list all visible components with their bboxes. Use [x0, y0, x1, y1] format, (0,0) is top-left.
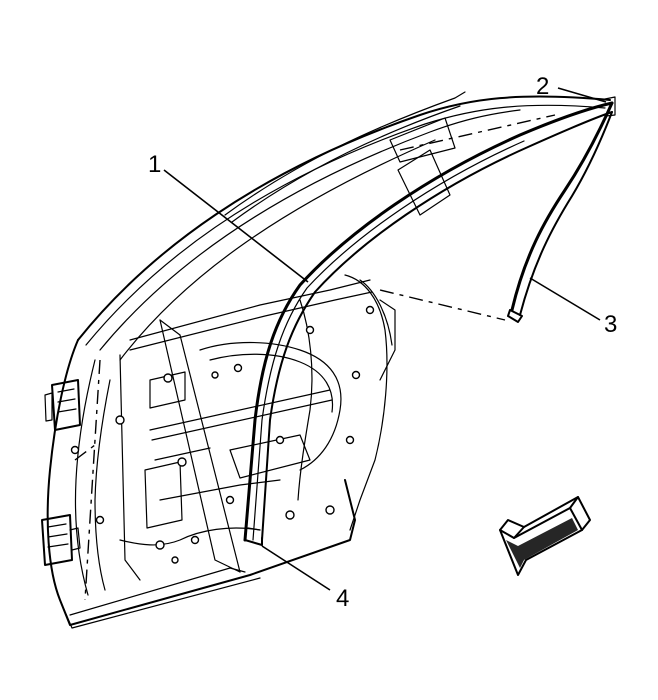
- callout-1: 1: [148, 151, 161, 178]
- door-inner-panel: [46, 274, 396, 629]
- panel-holes: [70, 305, 375, 564]
- callout-2: 2: [536, 73, 549, 100]
- direction-arrow-icon: [499, 496, 591, 576]
- leader-lines: [163, 87, 607, 591]
- alignment-lines: [74, 114, 556, 601]
- door-window-frame: [77, 91, 611, 361]
- weatherstrip-front-seal: [243, 101, 614, 546]
- callout-3: 3: [604, 311, 617, 338]
- guide-lines: [159, 319, 241, 573]
- weatherstrip-rear-seal: [507, 96, 616, 323]
- upper-hinge: [44, 379, 81, 431]
- lower-hinge: [41, 514, 81, 566]
- callout-4: 4: [336, 585, 349, 612]
